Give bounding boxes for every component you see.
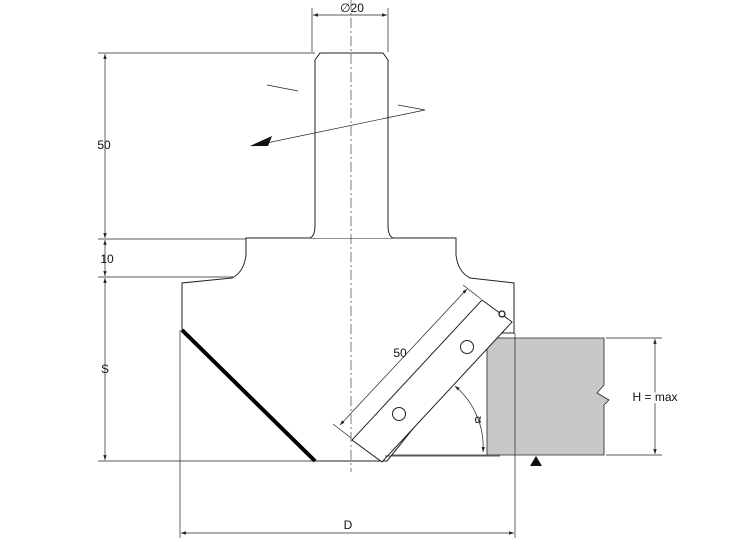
- dim-collar-label: 10: [100, 252, 114, 266]
- dim-s-label: S: [101, 362, 109, 376]
- knife-screw-lower: [392, 407, 406, 421]
- angle-arc: [454, 385, 486, 453]
- workpiece: [388, 337, 610, 456]
- dim-d-label: D: [344, 518, 353, 532]
- shank: [309, 52, 394, 239]
- rotation-line-short: [266, 84, 299, 92]
- dim-knife-ext-lower: [332, 423, 352, 439]
- reference-triangle: [530, 456, 542, 466]
- dim-h-label: H = max: [632, 390, 677, 404]
- cutting-edge: [180, 328, 317, 463]
- dim-knife-label: 50: [393, 346, 407, 360]
- dim-knife-line: [339, 288, 468, 426]
- knife-screw-upper: [460, 340, 474, 354]
- angle-label: α: [475, 412, 482, 426]
- rotation-arrowhead: [250, 136, 272, 146]
- dim-shank-length-label: 50: [97, 138, 111, 152]
- knife-pin: [498, 310, 506, 318]
- dim-knife-ext-upper: [462, 284, 482, 300]
- rotation-line: [251, 104, 426, 147]
- dim-diameter-20-label: ∅20: [340, 1, 364, 15]
